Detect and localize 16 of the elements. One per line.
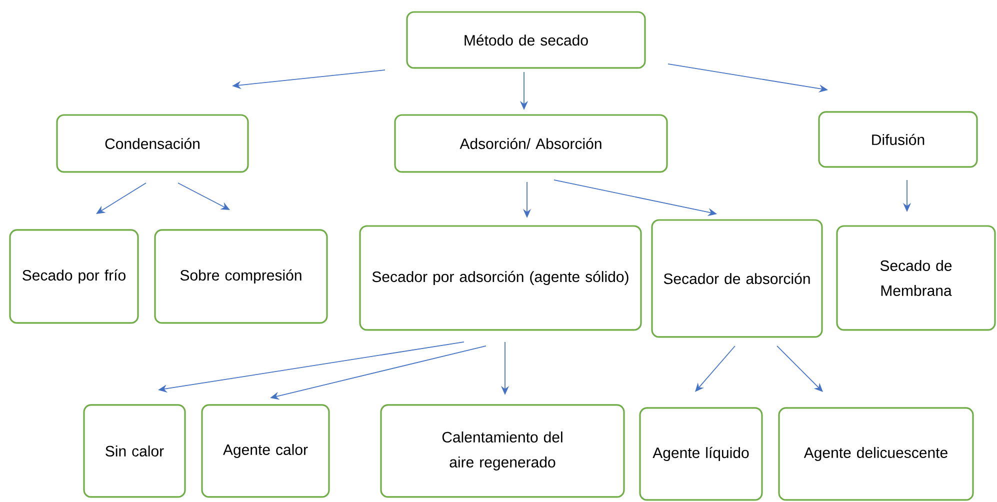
process-box: Método de secado bbox=[406, 11, 646, 69]
process-box: Difusión bbox=[818, 111, 978, 168]
process-box: Agente calor bbox=[201, 404, 330, 498]
arrow bbox=[695, 346, 736, 392]
process-box: Agente delicuescente bbox=[778, 407, 974, 501]
process-box: Sobre compresión bbox=[154, 229, 328, 324]
arrow bbox=[776, 346, 823, 392]
process-box: Sin calor bbox=[83, 404, 186, 498]
process-box: Agente líquido bbox=[639, 407, 763, 501]
process-box: Calentamiento del aire regenerado bbox=[380, 404, 625, 498]
process-box: Secado de Membrana bbox=[836, 225, 996, 331]
process-box: Secado por frío bbox=[9, 229, 139, 324]
process-box: Secador de absorción bbox=[651, 219, 823, 338]
process-box: Secador por adsorción (agente sólido) bbox=[359, 225, 642, 331]
process-box: Condensación bbox=[56, 114, 249, 173]
process-box: Adsorción/ Absorción bbox=[394, 114, 668, 173]
